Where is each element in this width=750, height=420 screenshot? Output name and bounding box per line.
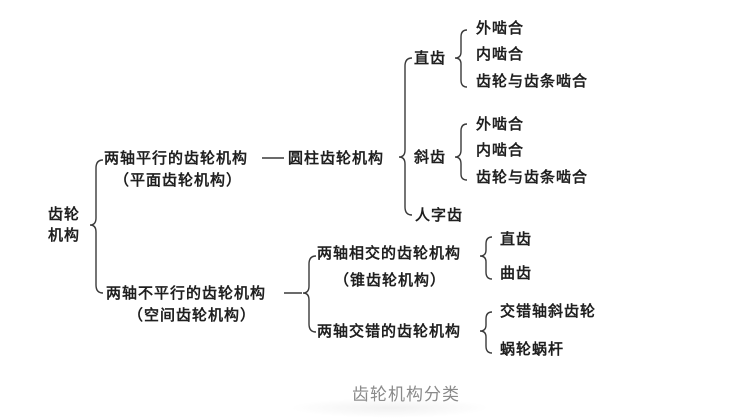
parallel-axes-subtitle: （平面齿轮机构）	[114, 171, 243, 189]
helical-tooth-node: 斜齿	[414, 148, 447, 166]
helical-tooth-brace	[454, 123, 468, 181]
root-label-line1: 齿轮	[48, 205, 81, 223]
root-node: 齿轮 机构	[48, 204, 80, 246]
helical-rack-mesh: 齿轮与齿条啮合	[476, 168, 589, 186]
herringbone-tooth-node: 人字齿	[415, 206, 464, 224]
straight-internal-mesh: 内啮合	[476, 45, 525, 63]
bevel-straight-tooth: 直齿	[500, 230, 533, 248]
straight-tooth-node: 直齿	[414, 49, 447, 67]
parallel-axes-node: 两轴平行的齿轮机构	[104, 149, 249, 167]
scan-smudge	[290, 398, 490, 418]
bevel-curved-tooth: 曲齿	[500, 264, 533, 282]
intersecting-axes-node: 两轴相交的齿轮机构	[317, 244, 462, 262]
nonparallel-axes-node: 两轴不平行的齿轮机构	[106, 284, 267, 302]
straight-rack-mesh: 齿轮与齿条啮合	[476, 72, 589, 90]
intersecting-brace	[479, 236, 493, 280]
worm-gear: 蜗轮蜗杆	[500, 340, 565, 358]
crossed-axes-node: 两轴交错的齿轮机构	[317, 322, 462, 340]
nonparallel-axes-subtitle: （空间齿轮机构）	[128, 306, 257, 324]
root-brace	[89, 159, 104, 294]
straight-external-mesh: 外啮合	[476, 19, 525, 37]
crossed-brace	[479, 311, 493, 354]
crossed-helical-gear: 交错轴斜齿轮	[500, 302, 597, 320]
diagram-caption: 齿轮机构分类	[352, 385, 460, 405]
straight-tooth-brace	[454, 29, 468, 88]
helical-internal-mesh: 内啮合	[476, 141, 525, 159]
cylindrical-gear-node: 圆柱齿轮机构	[288, 149, 385, 167]
nonparallel-brace	[302, 255, 317, 333]
helical-external-mesh: 外啮合	[476, 115, 525, 133]
cylindrical-brace	[398, 57, 413, 216]
intersecting-axes-subtitle: （锥齿轮机构）	[334, 271, 447, 289]
root-label-line2: 机构	[48, 226, 81, 244]
